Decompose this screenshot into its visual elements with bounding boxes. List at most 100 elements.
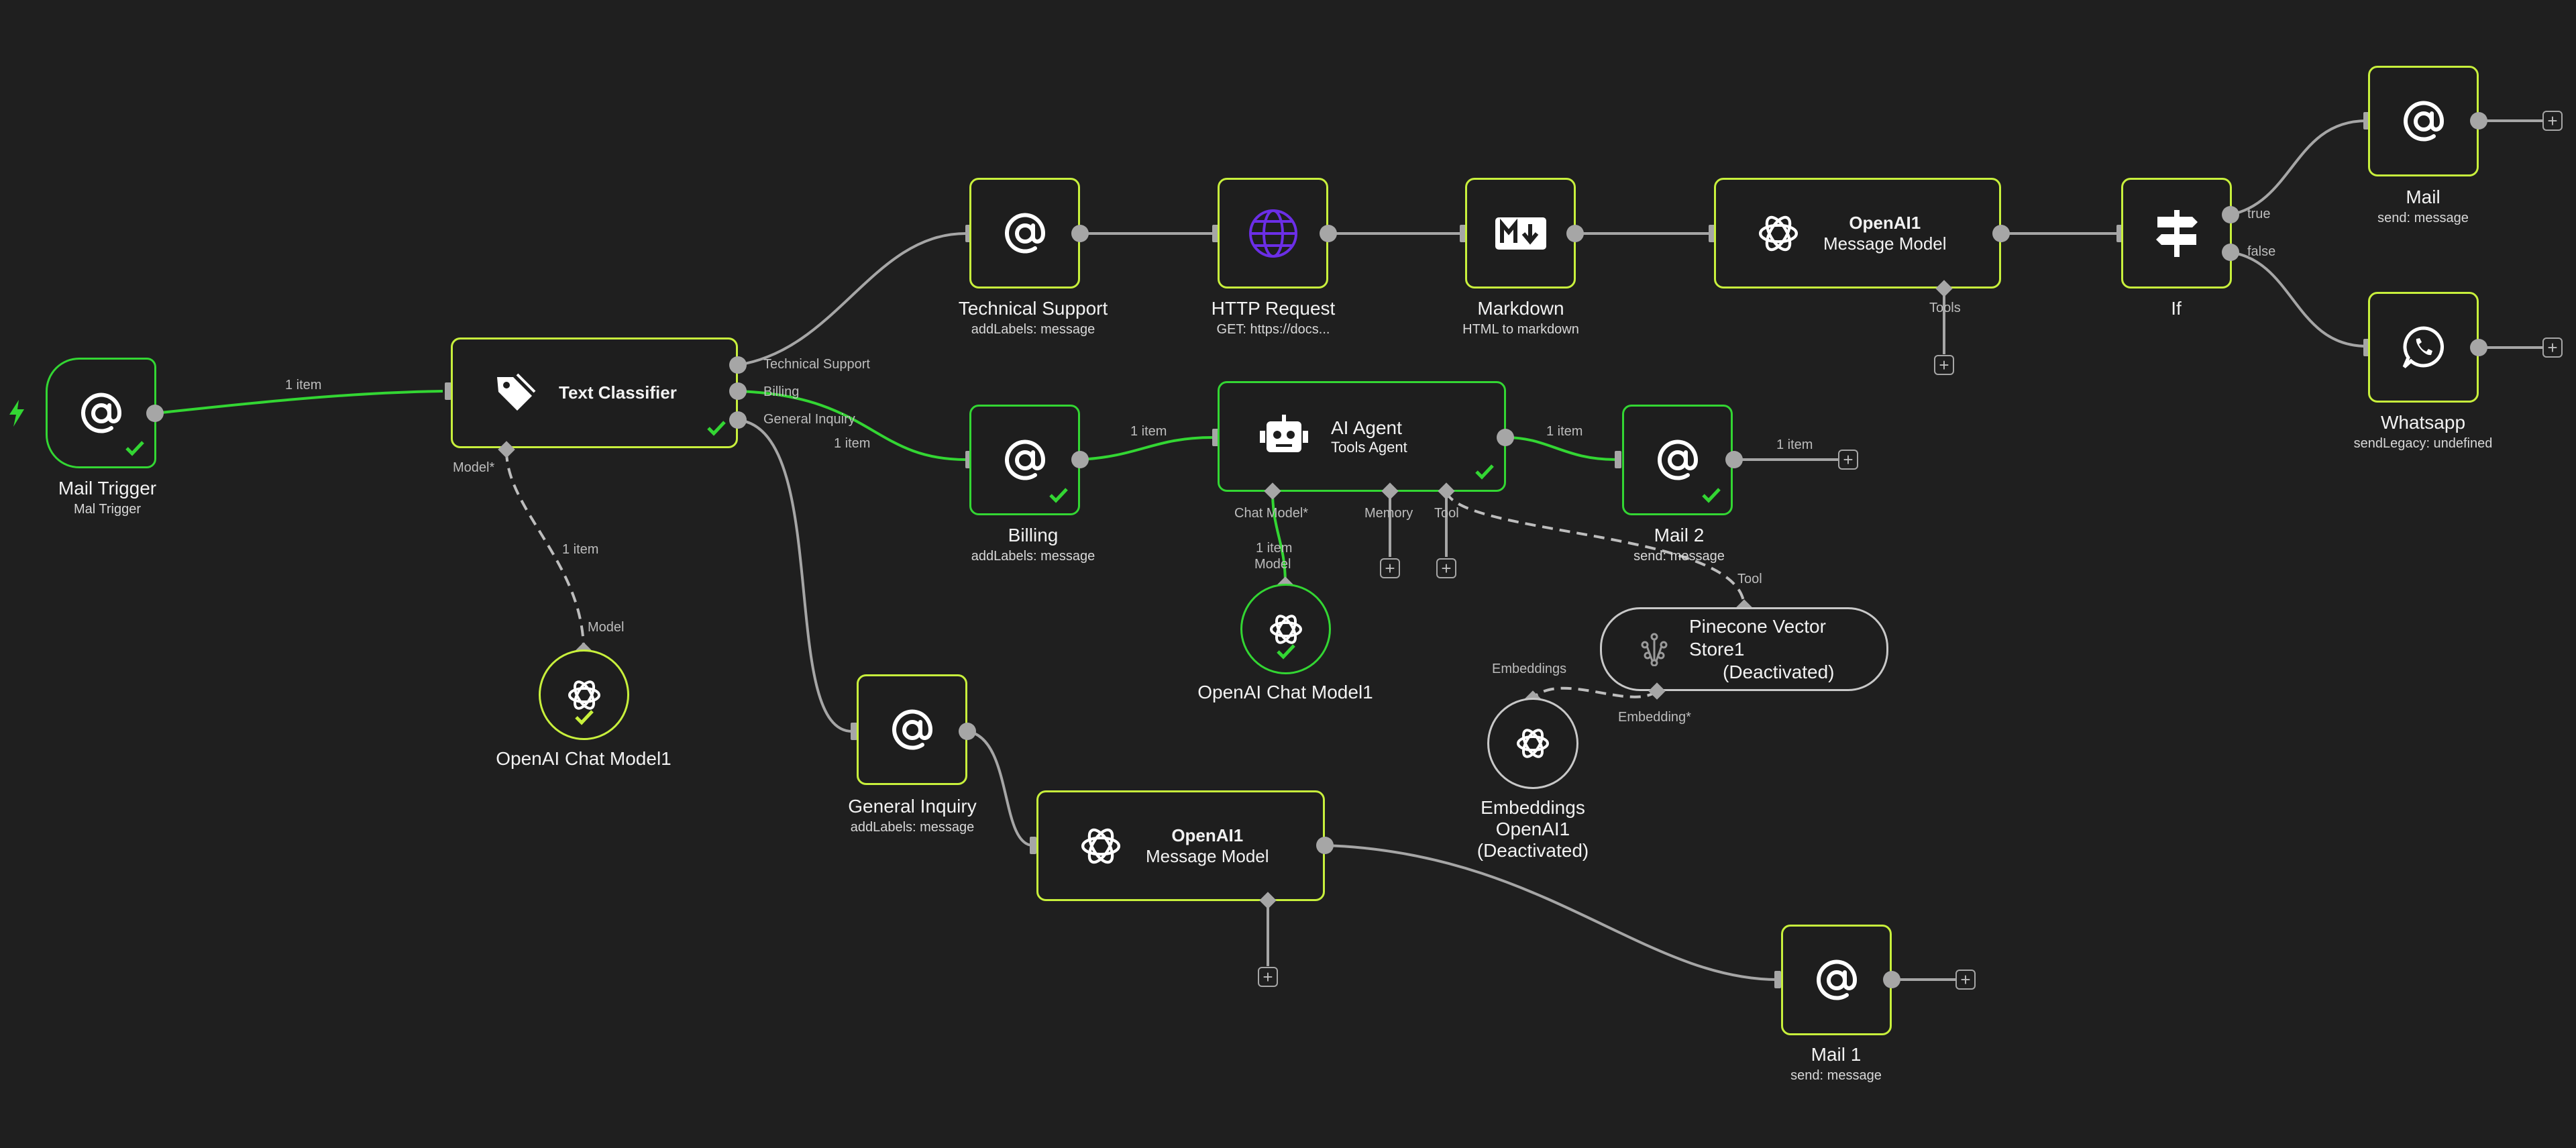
input-port[interactable] [1460,225,1466,242]
output-port[interactable] [1725,451,1743,468]
output-port[interactable] [1071,451,1089,468]
output-port[interactable] [729,382,747,400]
output-port[interactable] [1566,225,1584,242]
at-icon [78,390,125,437]
port-label: Model [1254,557,1291,572]
output-port[interactable] [729,356,747,374]
plus-icon[interactable]: + [1380,558,1400,578]
input-port[interactable] [1615,451,1621,468]
openai-icon [1756,211,1801,256]
text-classifier-node[interactable]: Text Classifier [451,337,738,448]
openai-chat-model-node[interactable] [539,649,629,740]
whatsapp-icon [2400,324,2447,371]
mail2-node[interactable] [1622,405,1733,515]
output-port[interactable] [2470,112,2487,129]
node-label: OpenAI Chat Model1 [1197,682,1373,702]
at-icon [1002,437,1049,484]
port-label: Tool [1737,572,1762,586]
output-port[interactable] [1992,225,2010,242]
input-port[interactable] [2363,339,2370,356]
mail1-node[interactable] [1781,925,1892,1035]
output-port[interactable] [2222,244,2239,261]
input-port[interactable] [965,451,972,468]
port-label: Embedding* [1618,710,1691,725]
input-port[interactable] [1774,971,1781,988]
at-icon [889,707,936,753]
output-port[interactable] [959,723,976,740]
output-port[interactable] [1497,429,1514,446]
mail-node[interactable] [2368,66,2479,176]
port-label: Model* [453,460,495,475]
input-port[interactable] [965,225,972,242]
at-icon [1002,210,1049,257]
plus-icon[interactable]: + [1934,355,1954,375]
edge-label: 1 item [1130,424,1167,439]
plus-icon[interactable]: + [1436,558,1456,578]
pinecone-vector-store-node[interactable]: Pinecone Vector Store1 (Deactivated) [1600,607,1888,691]
check-icon [706,420,727,439]
input-port[interactable] [445,382,451,400]
if-node[interactable] [2121,178,2232,289]
output-port[interactable] [1320,225,1337,242]
output-port[interactable] [146,405,164,422]
plus-icon[interactable]: + [1838,450,1858,470]
check-icon [1474,464,1495,483]
whatsapp-node[interactable] [2368,292,2479,403]
bolt-icon [8,400,25,430]
port-label: Tools [1929,301,1961,315]
input-port[interactable] [851,723,857,740]
input-port[interactable] [1212,225,1219,242]
output-port[interactable] [1883,971,1900,988]
globe-icon [1246,207,1300,260]
edge-label: 1 item [1256,541,1293,556]
technical-support-node[interactable] [969,178,1080,289]
edge-label: 1 item [834,436,871,451]
embeddings-openai-node[interactable] [1487,698,1578,789]
signpost-icon [2153,209,2200,258]
plus-icon[interactable]: + [1955,970,1976,990]
node-title: Text Classifier [559,382,677,403]
pinecone-icon [1638,633,1670,666]
output-label: false [2247,244,2276,259]
node-title: AI Agent [1331,417,1402,438]
output-port[interactable] [1316,837,1334,854]
plus-icon[interactable]: + [2542,111,2563,131]
input-port[interactable] [1030,837,1036,854]
markdown-node[interactable] [1465,178,1576,289]
mail-trigger-node[interactable] [46,358,156,468]
general-inquiry-node[interactable] [857,674,967,785]
output-port[interactable] [2222,206,2239,223]
edge-label: 1 item [1546,424,1583,439]
output-port[interactable] [1071,225,1089,242]
openai-icon [566,677,602,713]
input-port[interactable] [2363,112,2370,129]
edge-billing-agent [1079,436,1214,461]
plus-icon[interactable]: + [2542,337,2563,358]
tag-icon [493,372,536,415]
plus-icon[interactable]: + [1258,967,1278,987]
openai-chat-model-agent-node[interactable] [1240,584,1331,674]
input-port[interactable] [2116,225,2123,242]
http-request-node[interactable] [1218,178,1328,289]
input-port[interactable] [1212,429,1219,446]
output-port[interactable] [2470,339,2487,356]
node-title: OpenAI1 [1849,212,1921,233]
billing-node[interactable] [969,405,1080,515]
output-port[interactable] [729,411,747,429]
input-port[interactable] [1709,225,1715,242]
at-icon [1813,957,1860,1004]
check-icon [1276,643,1296,663]
port-label: Model [588,620,625,635]
edge-agent-pinecone [1445,491,1746,608]
